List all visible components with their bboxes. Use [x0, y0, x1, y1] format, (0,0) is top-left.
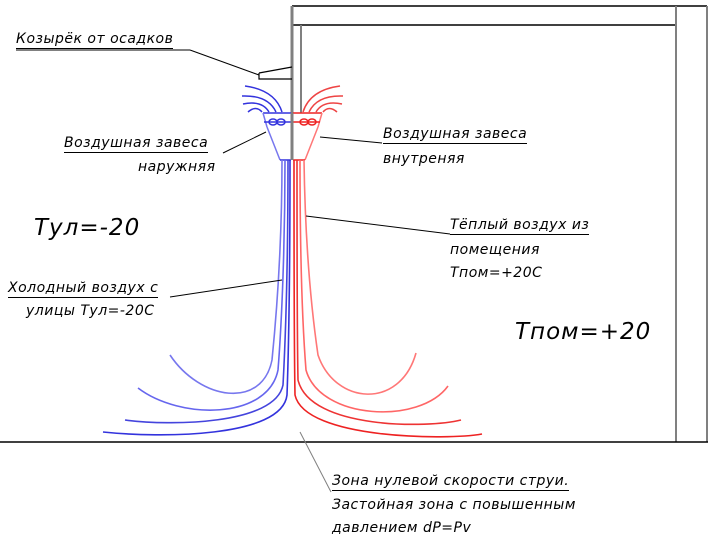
canopy-label: Козырёк от осадков [16, 31, 174, 49]
zone-label-line3: давлением dP=Pv [332, 520, 472, 536]
warm-air-label-line1: Тёплый воздух из [450, 217, 590, 235]
intake-arcs-cold [241, 85, 283, 113]
outside-temperature: Тул=-20 [34, 215, 141, 241]
curtain-outer-label-line1: Воздушная завеса [64, 135, 209, 153]
zone-label-line1: Зона нулевой скорости струи. [332, 473, 570, 491]
warm-air-label-line3: Тпом=+20С [450, 265, 543, 281]
cold-air-jet [102, 159, 291, 436]
leader-lines [16, 49, 451, 493]
intake-arcs-warm [302, 85, 344, 113]
inside-temperature: Тпом=+20 [515, 319, 652, 345]
warm-air-label-line2: помещения [450, 242, 540, 258]
cold-air-label-line1: Холодный воздух с [8, 280, 159, 298]
building-structure [0, 5, 708, 443]
cold-air-label-line2: улицы Тул=-20С [26, 303, 155, 319]
air-curtain-unit [262, 112, 323, 161]
curtain-inner-label-line2: внутреняя [383, 151, 465, 167]
zone-label-line2: Застойная зона с повышенным [332, 497, 576, 513]
curtain-inner-label-line1: Воздушная завеса [383, 126, 528, 144]
curtain-outer-label-line2: наружняя [138, 159, 216, 175]
warm-air-jet [293, 159, 483, 438]
